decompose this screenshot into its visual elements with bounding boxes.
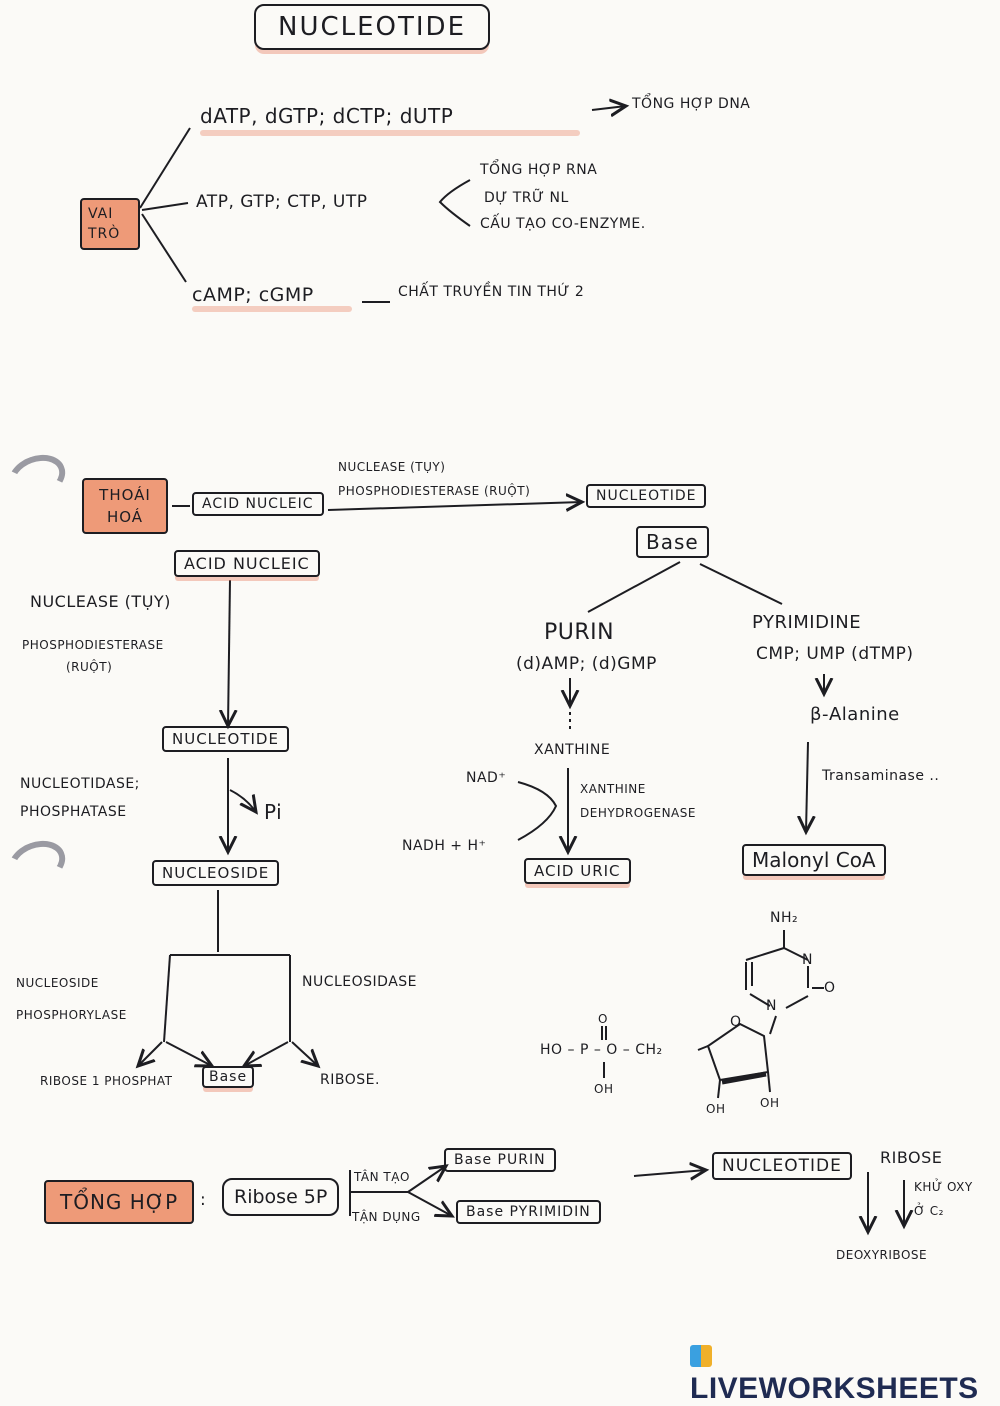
nucleoside-phosphorylase-2: PHOSPHORYLASE — [16, 1008, 127, 1022]
base-purin-box: Base PURIN — [444, 1148, 556, 1172]
struct-oh-3: OH — [706, 1102, 726, 1116]
ribose-synthesis-label: RIBOSE — [880, 1148, 943, 1167]
nucleotide-mid-box: NUCLEOTIDE — [162, 726, 289, 752]
nucleotide-top-box: NUCLEOTIDE — [586, 484, 707, 508]
result-energy-storage: DỰ TRỮ NL — [484, 190, 569, 206]
tong-hop-colon: : — [200, 1190, 207, 1210]
branch-cyclic-nucleotides: cAMP; cGMP — [192, 284, 314, 306]
struct-o-carbonyl: O — [824, 980, 836, 996]
khu-oxy-2: Ở C₂ — [914, 1204, 944, 1218]
ribose-label: RIBOSE. — [320, 1072, 380, 1088]
base-small-box: Base — [202, 1066, 255, 1088]
page-title: NUCLEOTIDE — [254, 4, 491, 50]
deoxyribose-label: DEOXYRIBOSE — [836, 1248, 928, 1262]
xanthine-dehydrogenase-2: DEHYDROGENASE — [580, 806, 696, 820]
ribose-5p-box: Ribose 5P — [222, 1178, 340, 1216]
pi-label: Pi — [264, 800, 283, 824]
purin-examples: (d)AMP; (d)GMP — [516, 654, 657, 674]
nucleotide-synthesis-box: NUCLEOTIDE — [712, 1152, 852, 1180]
acid-nucleic-top-box: ACID NUCLEIC — [192, 492, 324, 516]
branch-triphosphates: ATP, GTP; CTP, UTP — [196, 192, 368, 212]
phosphatase-label: PHOSPHATASE — [20, 804, 127, 820]
beta-alanine-label: β-Alanine — [810, 704, 900, 725]
nucleosidase-label: NUCLEOSIDASE — [302, 974, 418, 990]
liveworksheets-logo: LIVEWORKSHEETS — [690, 1338, 1000, 1406]
phosphodiesterase-left: PHOSPHODIESTERASE — [22, 638, 164, 652]
purin-title: PURIN — [544, 620, 615, 645]
result-coenzyme-structure: CẤU TẠO CO-ENZYME. — [480, 216, 646, 232]
result-rna-synthesis: TỔNG HỢP RNA — [480, 162, 598, 178]
ribose-1-phosphat: RIBOSE 1 PHOSPHAT — [40, 1074, 173, 1088]
struct-phosphate-top-o: O — [598, 1012, 608, 1026]
branch-cyclic-underline — [192, 306, 352, 312]
pyrimidine-title: PYRIMIDINE — [752, 612, 862, 633]
khu-oxy-1: KHỬ OXY — [914, 1180, 973, 1194]
result-dna-synthesis: TỔNG HỢP DNA — [632, 96, 751, 112]
cytidine-monophosphate-structure — [601, 930, 824, 1099]
transaminase-label: Transaminase .. — [822, 768, 940, 784]
result-second-messenger: CHẤT TRUYỀN TIN THỨ 2 — [398, 284, 585, 300]
struct-nh2: NH₂ — [770, 910, 799, 926]
vai-tro-label: VAI TRÒ — [80, 198, 140, 250]
struct-phosphate-left: HO – P – O – CH₂ — [540, 1042, 663, 1058]
nadh-label: NADH + H⁺ — [402, 838, 487, 854]
xanthine-label: XANTHINE — [534, 742, 611, 758]
acid-uric-box: ACID URIC — [524, 858, 631, 884]
base-main-box: Base — [636, 526, 709, 558]
nucleoside-phosphorylase-1: NUCLEOSIDE — [16, 976, 99, 990]
struct-ring-o: O — [730, 1014, 742, 1030]
tan-dung-label: TẬN DỤNG — [352, 1210, 421, 1224]
liveworksheets-logo-icon — [690, 1345, 712, 1368]
xanthine-dehydrogenase-1: XANTHINE — [580, 782, 646, 796]
liveworksheets-watermark-text: LIVEWORKSHEETS — [690, 1372, 979, 1405]
pyrimidine-examples: CMP; UMP (dTMP) — [756, 644, 914, 664]
nad-label: NAD⁺ — [466, 770, 507, 786]
branch-deoxy-triphosphates: dATP, dGTP; dCTP; dUTP — [200, 104, 454, 128]
nucleotidase-label: NUCLEOTIDASE; — [20, 776, 140, 792]
tan-tao-label: TÂN TẠO — [354, 1170, 410, 1184]
malonyl-coa-box: Malonyl CoA — [742, 844, 886, 876]
struct-n3: N — [802, 952, 813, 968]
nucleoside-box: NUCLEOSIDE — [152, 860, 280, 886]
tong-hop-label: TỔNG HỢP — [44, 1180, 195, 1224]
nuclease-left: NUCLEASE (TỤY) — [30, 592, 171, 611]
struct-oh-2: OH — [760, 1096, 780, 1110]
base-pyrimidin-box: Base PYRIMIDIN — [456, 1200, 601, 1224]
enzyme-nuclease-top: NUCLEASE (TỤY) — [338, 460, 446, 474]
thoai-hoa-label: THOÁI HOÁ — [82, 478, 168, 534]
struct-phosphate-bottom: OH — [594, 1082, 614, 1096]
struct-n1: N — [766, 998, 777, 1014]
acid-nucleic-main-box: ACID NUCLEIC — [174, 550, 320, 577]
ruot-left: (RUỘT) — [66, 660, 113, 674]
enzyme-phosphodiesterase-top: PHOSPHODIESTERASE (RUỘT) — [338, 484, 531, 498]
branch-deoxy-underline — [200, 130, 580, 136]
